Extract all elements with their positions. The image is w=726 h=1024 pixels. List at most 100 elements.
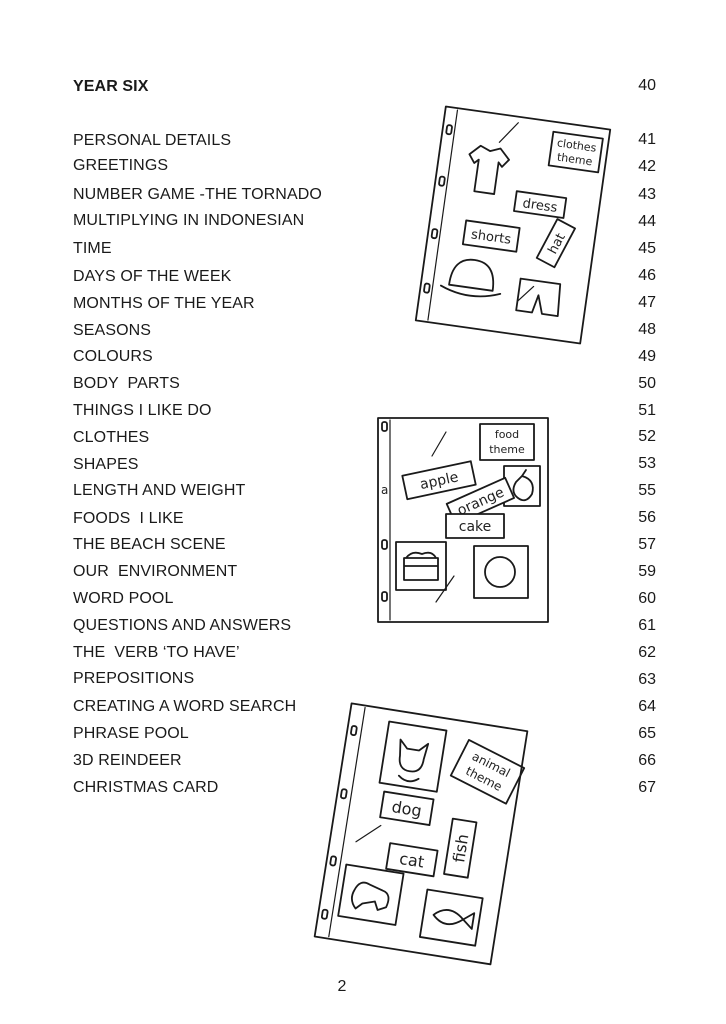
theme-card-line1: clothes [556, 136, 597, 154]
word-card-hat [537, 219, 575, 267]
dog-picture-card [338, 865, 403, 925]
shirt-icon [464, 144, 510, 195]
toc-entry-page: 62 [638, 644, 656, 661]
toc-entry-title: MULTIPLYING IN INDONESIAN [73, 212, 305, 229]
word-cake: cake [459, 519, 492, 535]
plastic-sleeve [416, 106, 610, 343]
shine-mark [436, 576, 454, 602]
shorts-icon [516, 279, 562, 317]
toc-entry-page: 51 [638, 402, 656, 419]
toc-entry-title: TIME [73, 240, 112, 257]
fish-picture-card [420, 890, 483, 946]
shine-mark [356, 822, 381, 845]
toc-entry-title: THE VERB ‘TO HAVE’ [73, 644, 240, 661]
shine-mark [517, 285, 533, 304]
toc-entry-page: 56 [638, 509, 656, 526]
toc-entry-title: THE BEACH SCENE [73, 536, 226, 553]
toc-entry-title: LENGTH AND WEIGHT [73, 482, 246, 499]
toc-entry-page: 64 [638, 698, 656, 715]
toc-entry-page: 53 [638, 455, 656, 472]
dog-icon [350, 881, 390, 913]
word-card-fish [444, 819, 476, 878]
word-dress: dress [522, 196, 559, 216]
binder-hole [431, 229, 437, 239]
theme-card-line2: theme [556, 151, 593, 169]
toc-entry-title: BODY PARTS [73, 375, 180, 392]
toc-entry-title: PERSONAL DETAILS [73, 132, 232, 149]
toc-entry-title: PREPOSITIONS [73, 670, 195, 687]
toc-entry-page: 60 [638, 590, 656, 607]
orange-icon [485, 557, 515, 587]
toc-entry-title: SHAPES [73, 456, 139, 473]
word-card-cat [386, 843, 437, 876]
toc-entry-page: 55 [638, 482, 656, 499]
orange-picture-card [474, 546, 528, 598]
theme-card-line1: food [495, 428, 519, 441]
toc-entry-title: SEASONS [73, 322, 152, 339]
word-shorts: shorts [470, 227, 512, 247]
toc-entry-title: FOODS I LIKE [73, 510, 184, 527]
toc-entry-page: 47 [638, 294, 656, 311]
toc-entry-page: 44 [638, 213, 656, 230]
toc-entry-page: 42 [638, 158, 656, 175]
word-card-dog [380, 792, 433, 826]
toc-entry-page: 43 [638, 186, 656, 203]
theme-card [549, 132, 603, 173]
binder-hole [446, 125, 452, 135]
toc-entry-page: 67 [638, 779, 656, 796]
binder-hole [382, 592, 387, 601]
toc-entry-page: 49 [638, 348, 656, 365]
hat-icon [440, 256, 504, 300]
page-number: 2 [337, 978, 347, 995]
toc-entry-title: CHRISTMAS CARD [73, 779, 219, 796]
toc-entry-title: DAYS OF THE WEEK [73, 268, 232, 285]
toc-entry-page: 65 [638, 725, 656, 742]
toc-entry-page: 50 [638, 375, 656, 392]
toc-entry-page: 46 [638, 267, 656, 284]
binder-hole [341, 789, 347, 799]
binder-hole [439, 176, 445, 186]
toc-entry-title: WORD POOL [73, 590, 174, 607]
word-cat: cat [398, 849, 426, 872]
toc-entry-title: NUMBER GAME -THE TORNADO [73, 186, 322, 203]
word-apple: apple [419, 469, 460, 493]
cat-picture-card [379, 721, 446, 791]
toc-entry-page: 66 [638, 752, 656, 769]
toc-heading-page: 40 [638, 77, 656, 94]
cake-icon [404, 553, 438, 580]
theme-card [480, 424, 534, 460]
shine-mark [499, 121, 518, 145]
toc-entry-page: 63 [638, 671, 656, 688]
toc-entry-page: 48 [638, 321, 656, 338]
toc-entry-title: 3D REINDEER [73, 752, 182, 769]
toc-entry-page: 52 [638, 428, 656, 445]
toc-entry-page: 59 [638, 563, 656, 580]
cake-picture-card [396, 542, 446, 590]
word-card-dress [514, 191, 566, 218]
fish-icon [432, 907, 474, 929]
clothes-theme-illustration: clothes theme dress shorts hat [408, 105, 618, 345]
cat-icon [394, 739, 428, 783]
toc-entry-title: CLOTHES [73, 429, 150, 446]
word-dog: dog [390, 797, 423, 820]
toc-entry-title: COLOURS [73, 348, 153, 365]
theme-card-line2: theme [489, 443, 525, 456]
toc-entry-title: MONTHS OF THE YEAR [73, 295, 255, 312]
word-fish: fish [449, 833, 472, 864]
sleeve-edge-line [428, 110, 458, 320]
toc-entry-title: OUR ENVIRONMENT [73, 563, 238, 580]
sleeve-edge-line [329, 708, 365, 937]
toc-entry-title: QUESTIONS AND ANSWERS [73, 617, 292, 634]
toc-entry-title: CREATING A WORD SEARCH [73, 698, 297, 715]
binder-hole [351, 726, 357, 736]
word-card-shorts [463, 220, 520, 251]
toc-entry-page: 41 [638, 131, 656, 148]
binder-hole [382, 540, 387, 549]
toc-entry-page: 57 [638, 536, 656, 553]
food-theme-illustration: a food theme apple orange cake [376, 416, 552, 626]
theme-card [451, 740, 524, 804]
toc-entry-title: THINGS I LIKE DO [73, 402, 212, 419]
animal-theme-illustration: animal theme dog cat fish [306, 702, 538, 966]
binder-hole [382, 422, 387, 431]
margin-mark: a [381, 483, 388, 497]
